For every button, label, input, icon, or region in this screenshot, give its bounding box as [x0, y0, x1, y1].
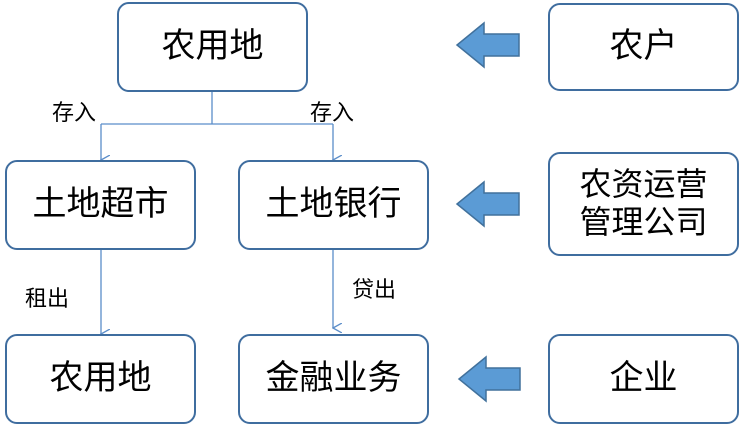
edge-label-lend-out: 贷出	[352, 278, 397, 303]
node-land-supermarket: 土地超市	[5, 160, 196, 250]
left-block-arrow-icon	[457, 355, 521, 403]
edge-label-deposit-left: 存入	[52, 101, 97, 126]
node-label: 农户	[609, 26, 678, 67]
node-label: 土地银行	[265, 184, 402, 225]
edge-label-rent-out: 租出	[25, 287, 70, 312]
edge-label-deposit-right: 存入	[310, 101, 355, 126]
node-label: 土地超市	[32, 184, 169, 225]
node-label-line1: 农资运营	[579, 165, 708, 204]
node-finance-business: 金融业务	[238, 334, 429, 424]
node-farmland-bottom: 农用地	[5, 334, 196, 424]
left-block-arrow-icon	[455, 21, 520, 69]
node-label: 金融业务	[265, 358, 402, 399]
node-farmer: 农户	[548, 3, 739, 91]
node-label: 农用地	[161, 26, 264, 67]
node-label-line2: 管理公司	[579, 203, 708, 241]
node-label: 企业	[609, 358, 678, 399]
node-land-bank: 土地银行	[238, 160, 429, 250]
node-label: 农用地	[49, 358, 152, 399]
left-block-arrow-icon	[455, 180, 520, 228]
node-ops-company: 农资运营 管理公司	[548, 152, 739, 256]
node-enterprise: 企业	[548, 334, 739, 424]
node-farmland-top: 农用地	[117, 2, 308, 92]
